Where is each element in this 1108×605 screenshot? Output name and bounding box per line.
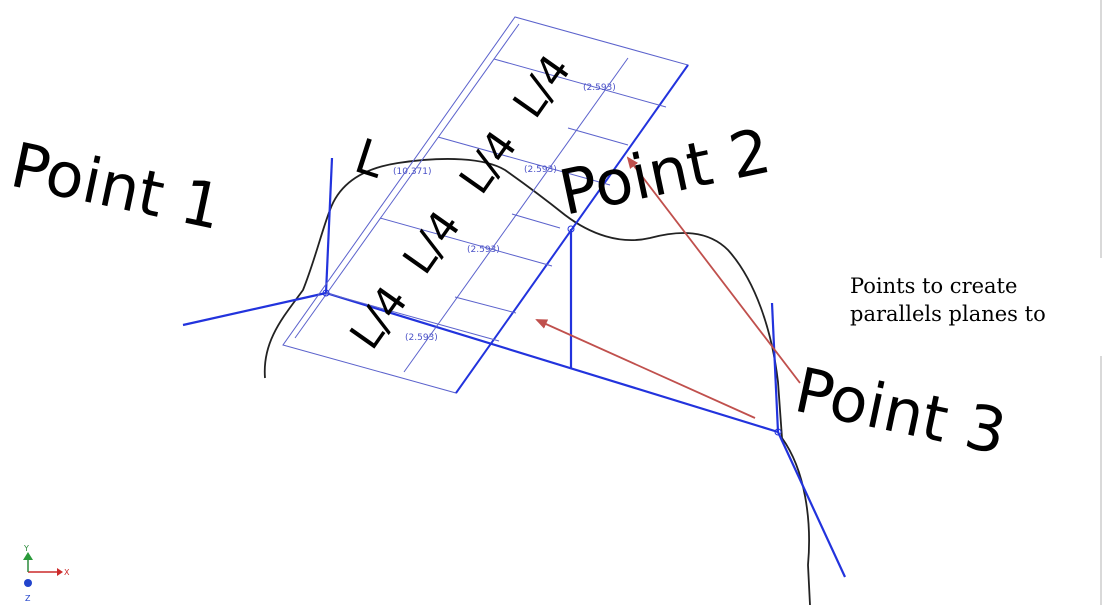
- plane-divider-4: [493, 58, 667, 108]
- point1-label: Point 1: [5, 128, 229, 244]
- dim-tick-3: [567, 127, 629, 146]
- point-markers: [322, 225, 782, 436]
- x-axis-arrow-icon: [57, 568, 63, 576]
- quarter-label-2: L/4: [393, 202, 470, 283]
- plane-divider-1: [325, 292, 500, 342]
- arrow-to-lower-point: [535, 319, 756, 419]
- point2-label: Point 2: [553, 114, 777, 230]
- arrow-to-upper-point: [626, 156, 801, 384]
- quarter-labels: L/4 L/4 L/4 L/4: [340, 46, 580, 358]
- y-axis-label: Y: [23, 544, 29, 553]
- dimension-segment-2: (2.593): [467, 245, 500, 255]
- baseline-point1-to-point3: [325, 291, 779, 434]
- x-axis-label: X: [64, 568, 70, 577]
- axis-triad: X Y Z: [23, 544, 70, 603]
- point3-marker: [774, 428, 782, 436]
- note-line-1: Points to create: [850, 274, 1018, 298]
- plane-divider-2: [379, 217, 553, 267]
- dimension-plane: [282, 16, 689, 394]
- line-below-point3: [777, 431, 846, 578]
- note-line-2: parallels planes to: [850, 302, 1046, 326]
- line-up-from-point1: [324, 157, 334, 294]
- length-label: L: [348, 128, 391, 190]
- point1-marker: [322, 289, 330, 297]
- plane-edge-thick: [455, 64, 689, 394]
- dim-tick-1: [454, 296, 517, 314]
- line-from-point1-left: [182, 291, 327, 327]
- annotation-arrows: [535, 156, 801, 419]
- dimension-segment-4: (2.593): [583, 83, 616, 93]
- sketch-lines: [182, 157, 846, 578]
- dimension-total: (10.371): [393, 167, 432, 177]
- dimension-segment-1: (2.593): [405, 333, 438, 343]
- y-axis-arrow-icon: [23, 552, 33, 560]
- plane-divider-3: [437, 136, 611, 186]
- divider-gap: [1098, 258, 1106, 356]
- vertical-point3: [770, 302, 780, 433]
- quarter-label-4: L/4: [503, 46, 580, 127]
- z-axis-label: Z: [25, 594, 31, 603]
- dimension-line-left: [294, 23, 520, 339]
- profile-curve: [263, 158, 811, 605]
- annotation-note: Points to create parallels planes to: [850, 272, 1095, 342]
- z-axis-dot-icon: [24, 579, 32, 587]
- quarter-label-1: L/4: [340, 277, 417, 358]
- dim-tick-2: [511, 213, 561, 229]
- quarter-label-3: L/4: [450, 122, 527, 203]
- midpoint-marker: [567, 225, 575, 233]
- point3-label: Point 3: [789, 353, 1013, 469]
- dimension-segment-3: (2.593): [524, 165, 557, 175]
